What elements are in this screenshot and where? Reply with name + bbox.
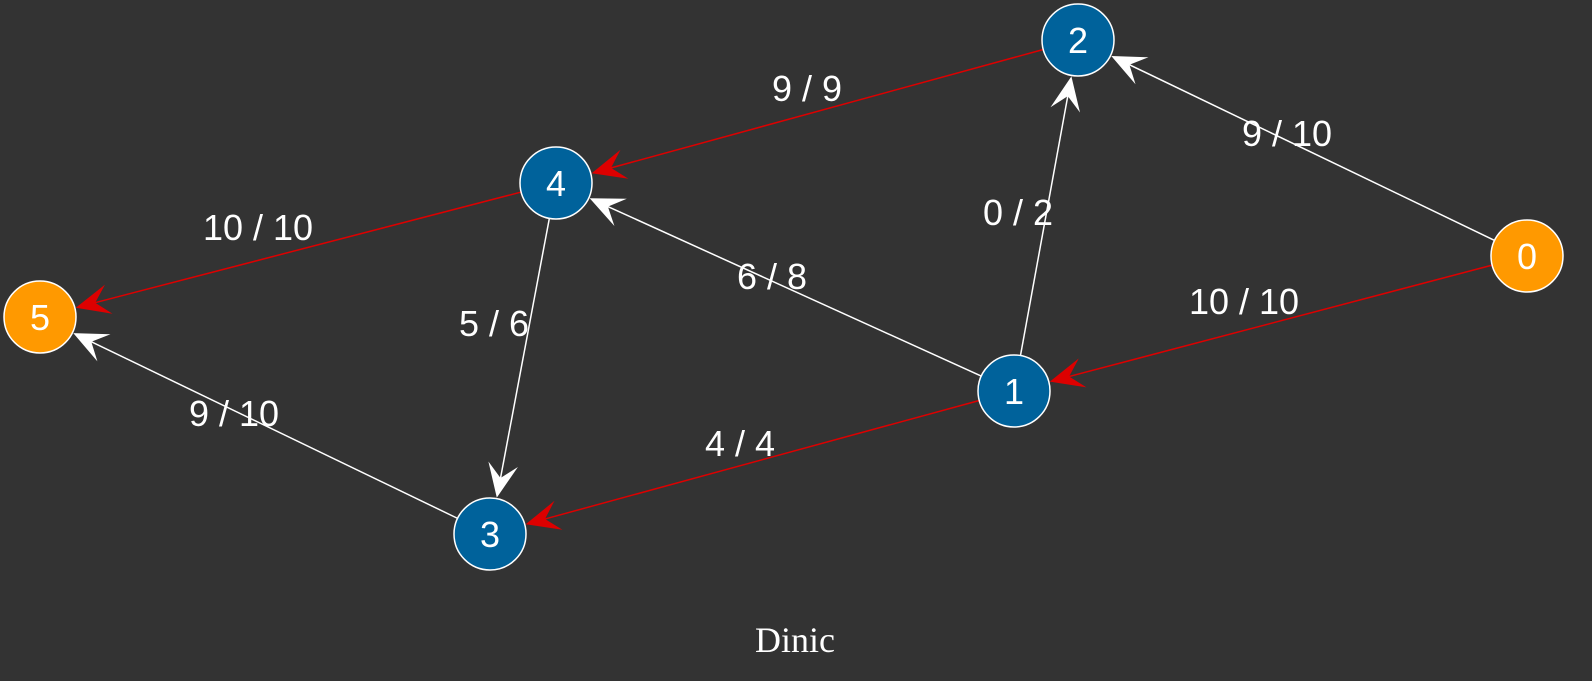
edge-label-0-1: 10 / 10	[1189, 281, 1299, 322]
edge-1-3	[525, 399, 980, 530]
edge-label-4-5: 10 / 10	[203, 207, 313, 248]
edge-line-0-2	[1116, 57, 1495, 242]
edge-1-4	[589, 198, 982, 377]
edge-label-1-4: 6 / 8	[737, 256, 807, 297]
arrowhead-1-2	[1050, 76, 1080, 113]
edge-line-1-3	[531, 399, 980, 524]
edge-4-5	[75, 191, 522, 314]
node-circle-4	[519, 146, 593, 220]
node-label-0: 0	[1517, 236, 1537, 277]
node-label-4: 4	[546, 163, 566, 204]
edge-line-3-5	[78, 335, 458, 520]
node-label-1: 1	[1004, 371, 1024, 412]
edge-line-4-5	[81, 191, 522, 307]
node-label-2: 2	[1068, 20, 1088, 61]
arrowhead-3-5	[73, 333, 111, 362]
node-label-5: 5	[30, 297, 50, 338]
edge-0-1	[1049, 264, 1493, 388]
arrowhead-1-3	[525, 500, 563, 530]
node-circle-0	[1490, 219, 1564, 293]
edge-label-1-2: 0 / 2	[983, 192, 1053, 233]
edge-line-4-3	[497, 218, 551, 492]
node-0: 0	[1490, 219, 1564, 293]
edge-line-2-4	[597, 48, 1044, 173]
edge-0-2	[1111, 56, 1495, 242]
edge-line-1-4	[594, 200, 982, 377]
edge-4-3	[488, 218, 551, 498]
edge-label-4-3: 5 / 6	[459, 303, 529, 344]
node-1: 1	[977, 354, 1051, 428]
edge-line-1-2	[1019, 82, 1072, 356]
edge-label-1-3: 4 / 4	[705, 423, 775, 464]
nodes-layer: 0 1 2 3 4 5	[3, 3, 1564, 571]
edge-label-3-5: 9 / 10	[189, 393, 279, 434]
arrowhead-0-1	[1049, 358, 1087, 388]
edges-layer	[73, 48, 1495, 530]
node-circle-5	[3, 280, 77, 354]
arrowhead-1-4	[589, 198, 627, 226]
edge-label-2-4: 9 / 9	[772, 68, 842, 109]
node-4: 4	[519, 146, 593, 220]
node-circle-3	[453, 497, 527, 571]
node-2: 2	[1041, 3, 1115, 77]
arrowhead-4-5	[75, 284, 113, 314]
node-circle-2	[1041, 3, 1115, 77]
diagram-caption: Dinic	[755, 620, 835, 660]
node-label-3: 3	[480, 514, 500, 555]
edge-3-5	[73, 333, 458, 520]
node-5: 5	[3, 280, 77, 354]
arrowhead-0-2	[1111, 56, 1149, 85]
edge-label-0-2: 9 / 10	[1242, 113, 1332, 154]
edge-labels-layer: 9 / 10 10 / 10 0 / 2 6 / 8 4 / 4 9 / 9 10 / 10…	[189, 68, 1332, 464]
edge-1-2	[1019, 76, 1080, 356]
node-3: 3	[453, 497, 527, 571]
node-circle-1	[977, 354, 1051, 428]
edge-2-4	[591, 48, 1044, 179]
edge-line-0-1	[1055, 264, 1493, 381]
arrowhead-2-4	[591, 149, 629, 179]
arrowhead-4-3	[488, 461, 518, 498]
